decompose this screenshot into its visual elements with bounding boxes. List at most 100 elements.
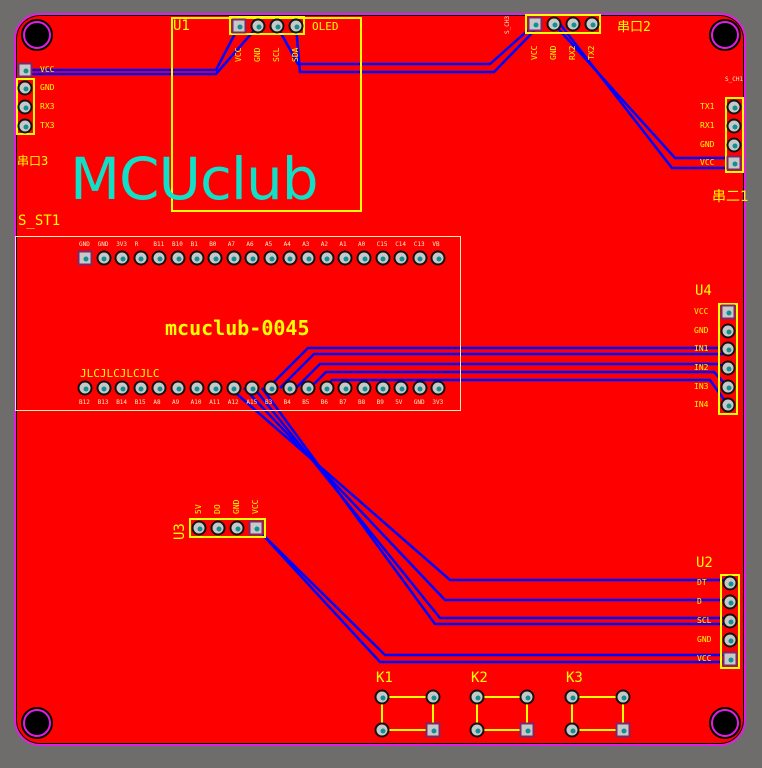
pad bbox=[337, 380, 353, 396]
pin-label: VB bbox=[432, 241, 440, 248]
pin-label: B5 bbox=[302, 399, 310, 406]
pin-label: VCC bbox=[251, 499, 260, 514]
pin-label: SDA bbox=[291, 47, 300, 62]
pad bbox=[720, 379, 736, 395]
pin-label: VCC bbox=[530, 45, 539, 60]
pad bbox=[356, 250, 372, 266]
pad bbox=[375, 380, 391, 396]
pad bbox=[319, 250, 335, 266]
pin-label: TX2 bbox=[587, 45, 596, 60]
pin-label: A2 bbox=[320, 241, 329, 248]
pin-label: GND bbox=[232, 499, 241, 514]
pin-label: B10 bbox=[172, 241, 183, 248]
trace bbox=[559, 23, 734, 170]
pad bbox=[114, 250, 130, 266]
pad bbox=[519, 722, 535, 738]
pad bbox=[584, 16, 600, 32]
pin-label: GND bbox=[697, 635, 712, 644]
pad bbox=[226, 250, 242, 266]
pin-label: GND bbox=[253, 47, 262, 62]
pin-label: DT bbox=[697, 578, 707, 587]
u3-ref: U3 bbox=[172, 523, 188, 540]
pin-label: A7 bbox=[227, 241, 236, 248]
trace bbox=[267, 346, 728, 389]
pad bbox=[726, 155, 742, 171]
pad bbox=[17, 62, 33, 78]
k1-ref: K1 bbox=[376, 670, 393, 686]
pad bbox=[469, 689, 485, 705]
pin-label: RX3 bbox=[40, 102, 55, 111]
j3-header bbox=[16, 78, 35, 135]
u3-header bbox=[189, 518, 266, 538]
j2-tag: S_CH3 bbox=[504, 15, 511, 34]
u1-name: OLED bbox=[312, 20, 339, 33]
pad bbox=[96, 380, 112, 396]
pad bbox=[189, 250, 205, 266]
mounting-hole bbox=[23, 21, 51, 49]
pad bbox=[527, 16, 543, 32]
pad bbox=[722, 594, 738, 610]
pin-label: GND bbox=[79, 241, 90, 248]
u1-ref: U1 bbox=[173, 18, 190, 34]
pin-label: A9 bbox=[172, 399, 180, 406]
pin-label: A0 bbox=[358, 241, 366, 248]
pin-label: B9 bbox=[376, 399, 384, 406]
pin-label: B14 bbox=[116, 399, 128, 406]
pad bbox=[269, 18, 285, 34]
u4-header bbox=[718, 303, 738, 415]
pad bbox=[189, 380, 205, 396]
board-title: mcuclub-0045 bbox=[165, 316, 310, 340]
pad bbox=[720, 304, 736, 320]
pin-label: RX1 bbox=[700, 121, 715, 130]
pad bbox=[77, 380, 93, 396]
pad bbox=[191, 520, 207, 536]
pad bbox=[133, 250, 149, 266]
pin-label: C15 bbox=[376, 241, 388, 248]
pad bbox=[565, 16, 581, 32]
trace bbox=[243, 387, 730, 602]
pin-label: B11 bbox=[153, 241, 165, 248]
pad bbox=[263, 380, 279, 396]
mounting-hole bbox=[711, 21, 739, 49]
pin-label: B3 bbox=[265, 399, 273, 406]
pad bbox=[615, 722, 631, 738]
pad bbox=[722, 575, 738, 591]
trace bbox=[294, 25, 536, 74]
k3-ref: K3 bbox=[566, 670, 583, 686]
pin-label: SCL bbox=[697, 616, 712, 625]
pad bbox=[244, 250, 260, 266]
pad bbox=[615, 689, 631, 705]
pad bbox=[726, 99, 742, 115]
pin-label: IN3 bbox=[694, 382, 709, 391]
pin-label: A6 bbox=[246, 241, 254, 248]
pin-label: R bbox=[134, 241, 139, 248]
pin-label: IN2 bbox=[694, 363, 709, 372]
trace bbox=[275, 23, 536, 66]
pin-label: B13 bbox=[97, 399, 109, 406]
pad bbox=[210, 520, 226, 536]
pin-label: VCC bbox=[697, 654, 712, 663]
pad bbox=[430, 250, 446, 266]
pin-label: B12 bbox=[79, 399, 90, 406]
pin-label: 3V3 bbox=[432, 399, 444, 406]
pad bbox=[77, 250, 93, 266]
trace bbox=[25, 25, 259, 76]
pad bbox=[469, 722, 485, 738]
trace bbox=[261, 533, 730, 664]
pad bbox=[170, 250, 186, 266]
jlc-mark: JLCJLCJLCJLC bbox=[80, 367, 160, 380]
pin-label: B8 bbox=[358, 399, 366, 406]
pin-label: A8 bbox=[153, 399, 161, 406]
pin-label: VCC bbox=[234, 47, 243, 62]
pin-label: A10 bbox=[190, 399, 202, 406]
key-outlines bbox=[381, 696, 624, 731]
pad bbox=[170, 380, 186, 396]
pad bbox=[356, 380, 372, 396]
pad bbox=[300, 380, 316, 396]
pin-label: TX3 bbox=[40, 121, 55, 130]
pad bbox=[564, 689, 580, 705]
pin-label: A11 bbox=[209, 399, 221, 406]
trace bbox=[309, 370, 729, 389]
pin-label: VCC bbox=[40, 65, 55, 74]
